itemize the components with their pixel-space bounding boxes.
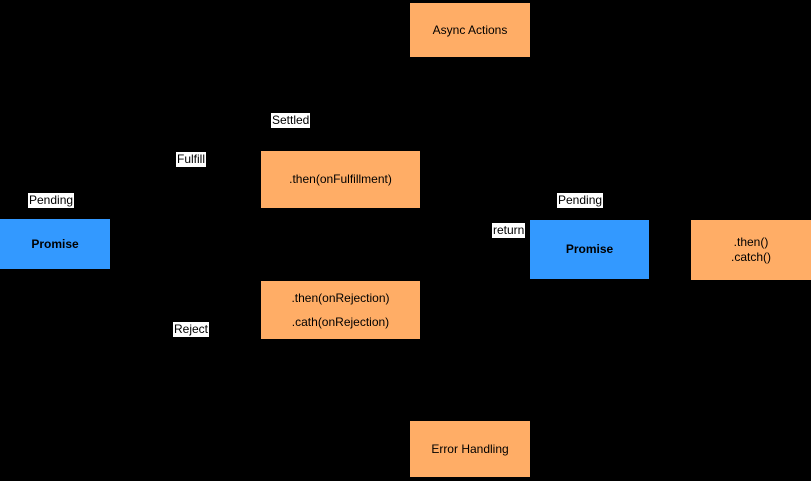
catch-label: .catch() — [730, 250, 771, 264]
then-label: .then() — [733, 235, 769, 249]
edge-label-reject: Reject — [173, 322, 210, 337]
then-onfulfillment-label: .then(onFulfillment) — [289, 172, 392, 186]
promise-right-label: Promise — [565, 242, 614, 256]
edge-label-return: return — [492, 223, 526, 238]
then-onrejection-label: .then(onRejection) — [291, 290, 390, 305]
then-catch-node: .then() .catch() — [691, 220, 811, 280]
cath-onrejection-label: .cath(onRejection) — [291, 314, 390, 329]
then-onfulfillment-node: .then(onFulfillment) — [261, 151, 420, 208]
async-actions-label: Async Actions — [432, 22, 508, 37]
async-actions-node: Async Actions — [410, 3, 530, 57]
promise-left-label: Promise — [31, 236, 79, 251]
then-onrejection-node: .then(onRejection) .cath(onRejection) — [261, 281, 420, 339]
edge-label-pending-right: Pending — [557, 193, 604, 208]
promise-node-left: Promise — [0, 219, 110, 269]
edge-label-fulfill: Fulfill — [176, 152, 207, 167]
promise-node-right: Promise — [530, 220, 649, 279]
edge-label-settled: Settled — [271, 113, 311, 128]
error-handling-label: Error Handling — [431, 441, 509, 456]
error-handling-node: Error Handling — [410, 421, 530, 477]
edge-label-pending-left: Pending — [28, 193, 75, 208]
